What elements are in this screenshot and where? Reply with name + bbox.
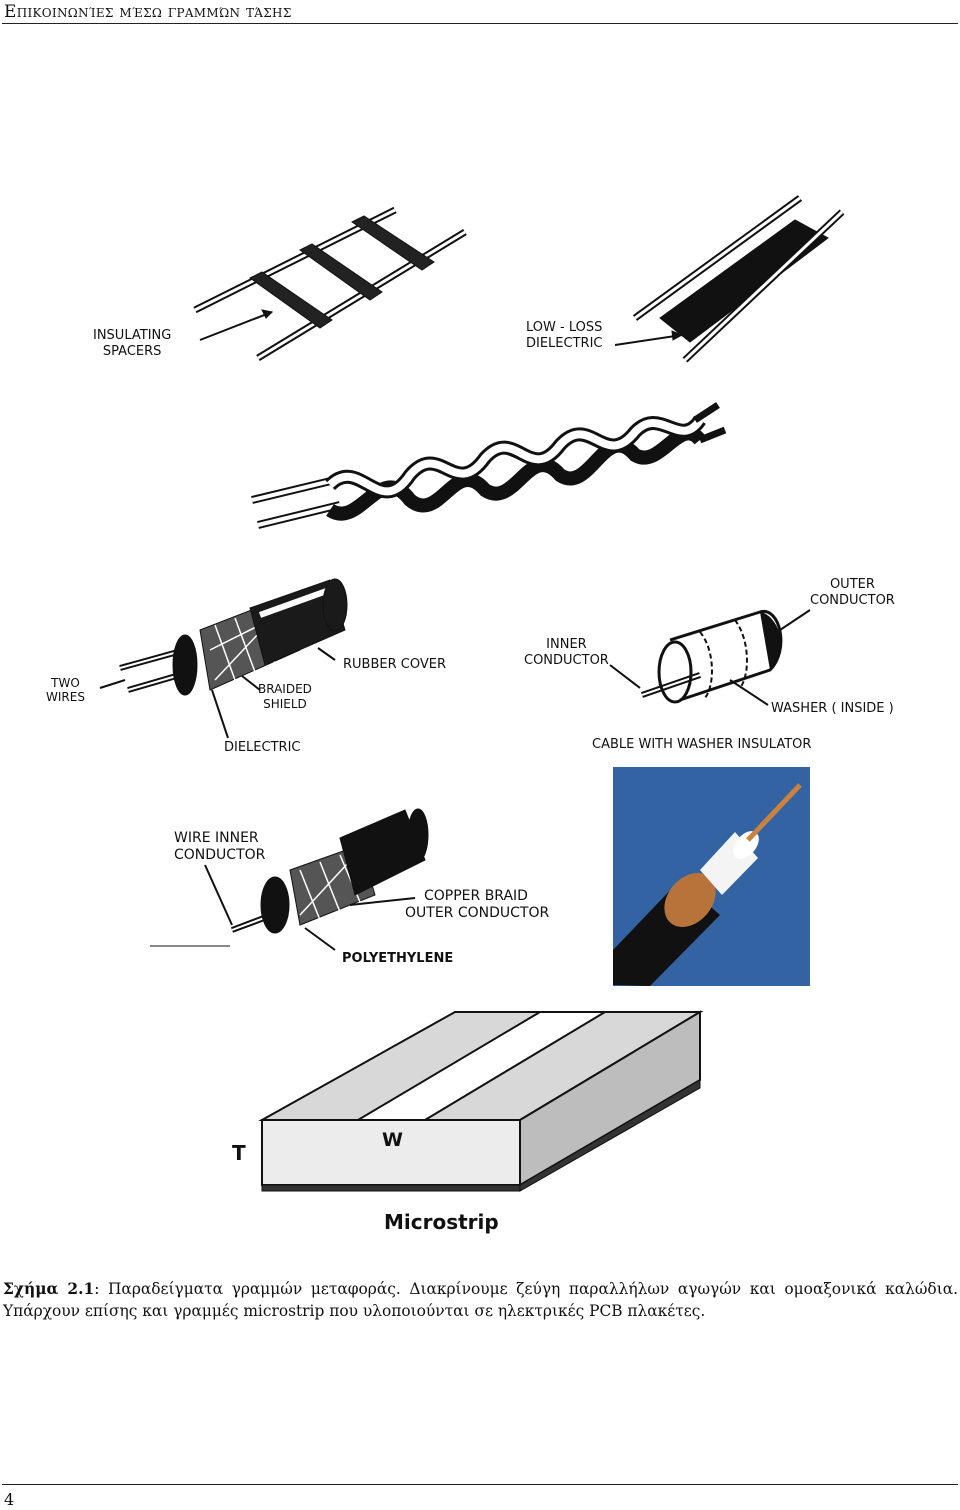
label-microstrip-t: T xyxy=(232,1141,246,1165)
label-outer-conductor: OUTER CONDUCTOR xyxy=(810,577,895,609)
header-rule xyxy=(2,23,958,24)
running-header: Επικοινωνίες μέσω γραμμών τάσης xyxy=(4,2,292,22)
label-line: SHIELD xyxy=(263,697,307,711)
caption-label: Σχήμα 2.1 xyxy=(3,1280,95,1298)
microstrip-illustration xyxy=(258,1010,704,1192)
label-inner-conductor: INNER CONDUCTOR xyxy=(524,637,609,669)
figure-drawing xyxy=(99,195,845,1192)
label-braided-shield: BRAIDED SHIELD xyxy=(258,682,312,712)
figure-transmission-lines: INSULATING SPACERS LOW - LOSS DIELECTRIC… xyxy=(0,190,960,1250)
label-line: WIRES xyxy=(46,690,85,704)
footer-rule xyxy=(2,1484,958,1485)
page-number: 4 xyxy=(4,1490,15,1509)
coax-polyethylene-illustration xyxy=(150,808,429,951)
label-line: WIRE INNER xyxy=(174,830,259,846)
label-rubber-cover: RUBBER COVER xyxy=(343,657,446,672)
label-line: CONDUCTOR xyxy=(174,847,266,863)
label-line: OUTER CONDUCTOR xyxy=(405,905,550,921)
label-line: TWO xyxy=(51,676,80,690)
label-line: DIELECTRIC xyxy=(526,336,603,351)
label-line: SPACERS xyxy=(102,344,162,359)
coax-photo-illustration xyxy=(613,767,810,986)
label-polyethylene: POLYETHYLENE xyxy=(342,951,454,966)
caption-text: : Παραδείγματα γραμμών μεταφοράς. Διακρί… xyxy=(3,1280,959,1320)
twisted-pair-illustration xyxy=(251,402,727,529)
label-washer-inside: WASHER ( INSIDE ) xyxy=(771,701,894,716)
figure-caption: Σχήμα 2.1: Παραδείγματα γραμμών μεταφορά… xyxy=(3,1278,958,1322)
label-line: INSULATING xyxy=(93,328,172,343)
label-line: INNER xyxy=(546,637,587,652)
label-dielectric: DIELECTRIC xyxy=(224,740,301,755)
label-microstrip-title: Microstrip xyxy=(384,1210,499,1234)
ladder-line-illustration xyxy=(193,206,467,361)
label-line: CONDUCTOR xyxy=(524,653,609,668)
label-wire-inner-conductor: WIRE INNER CONDUCTOR xyxy=(174,830,265,864)
label-insulating-spacers: INSULATING SPACERS xyxy=(93,328,171,360)
coax-braided-illustration xyxy=(99,578,348,739)
label-line: BRAIDED xyxy=(258,682,312,696)
twin-lead-illustration xyxy=(614,195,845,363)
label-microstrip-w: W xyxy=(382,1129,403,1151)
label-copper-braid: COPPER BRAID OUTER CONDUCTOR xyxy=(405,888,549,922)
label-line: CONDUCTOR xyxy=(810,593,895,608)
label-low-loss-dielectric: LOW - LOSS DIELECTRIC xyxy=(526,320,602,352)
label-line: COPPER BRAID xyxy=(424,888,528,904)
label-line: OUTER xyxy=(829,577,875,592)
coax-washer-illustration xyxy=(609,609,811,706)
label-line: LOW - LOSS xyxy=(526,320,603,335)
label-two-wires: TWO WIRES xyxy=(46,676,85,704)
label-cable-with-washer: CABLE WITH WASHER INSULATOR xyxy=(592,737,812,752)
